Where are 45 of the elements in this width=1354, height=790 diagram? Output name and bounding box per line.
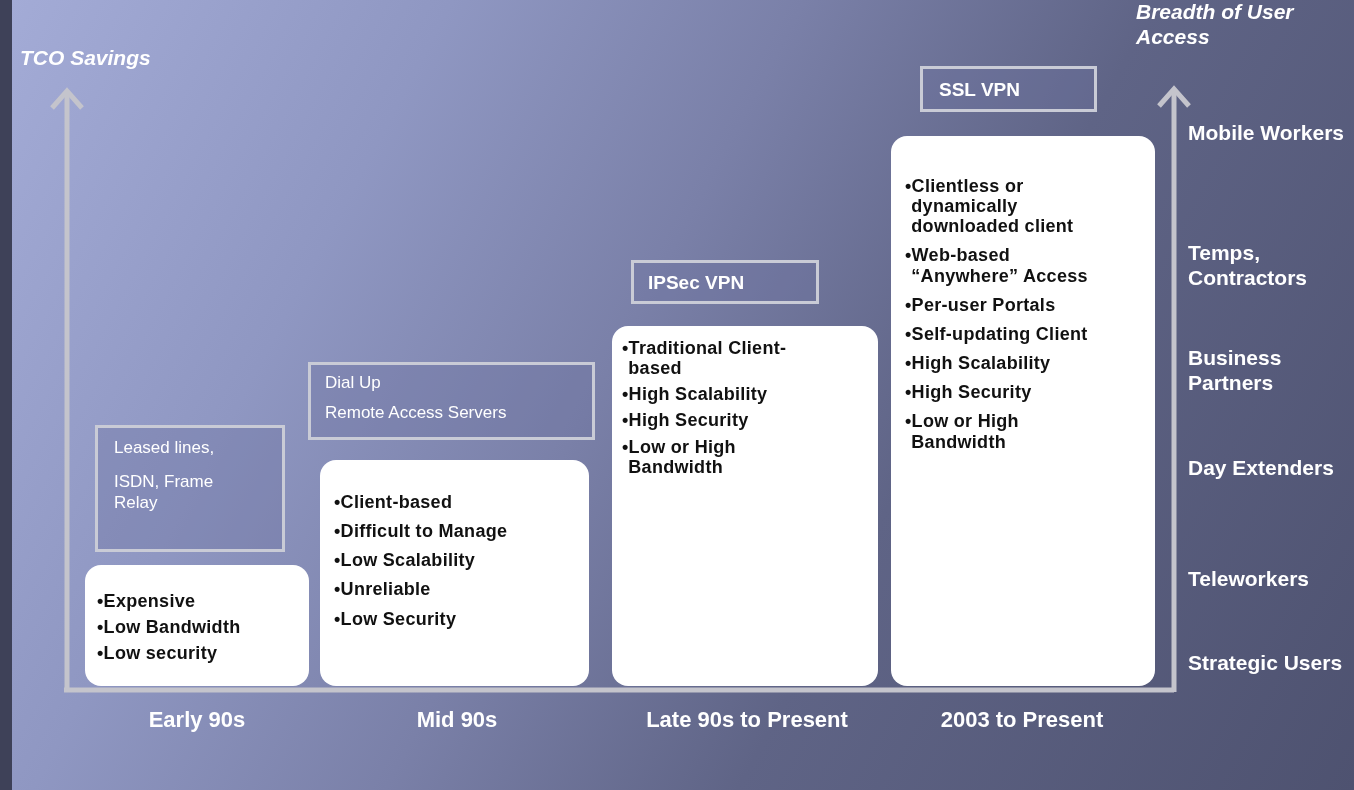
feature-card bbox=[320, 460, 589, 686]
header-text: ISDN, Frame Relay bbox=[114, 472, 215, 514]
bullet-text: •Low or High Bandwidth bbox=[622, 436, 737, 477]
era-header-box bbox=[631, 260, 819, 304]
bullet-text: •High Scalability bbox=[622, 384, 769, 405]
header-text: IPSec VPN bbox=[648, 272, 746, 295]
header-text: SSL VPN bbox=[939, 79, 1021, 102]
bullet-text: •Self-updating Client bbox=[905, 323, 1089, 345]
bullet-text: •Web-based “Anywhere” Access bbox=[905, 245, 1089, 286]
feature-card bbox=[612, 326, 878, 686]
bullet-text: •Low Scalability bbox=[334, 550, 477, 571]
era-header-box bbox=[920, 66, 1097, 112]
axis-title: TCO Savings bbox=[20, 46, 152, 71]
header-text: Leased lines, bbox=[114, 438, 216, 459]
user-category: Teleworkers bbox=[1188, 567, 1310, 592]
era-label: Late 90s to Present bbox=[645, 707, 849, 733]
era-label: 2003 to Present bbox=[939, 707, 1105, 733]
header-text: Remote Access Servers bbox=[325, 403, 508, 424]
axis-title: Breadth of User Access bbox=[1136, 0, 1296, 50]
bullet-text: •Per-user Portals bbox=[905, 294, 1057, 315]
bullet-text: •Clientless or dynamically downloaded client bbox=[905, 176, 1075, 237]
bullet-text: •Client-based bbox=[334, 492, 454, 513]
bullet-text: •Low security bbox=[97, 643, 219, 664]
bullet-text: •Low Bandwidth bbox=[97, 617, 242, 638]
feature-card bbox=[85, 565, 309, 686]
bullet-text: •Expensive bbox=[97, 591, 197, 612]
bullet-text: •Unreliable bbox=[334, 579, 432, 600]
bullet-text: •High Scalability bbox=[905, 353, 1052, 374]
feature-card bbox=[891, 136, 1155, 686]
user-category: Business Partners bbox=[1188, 346, 1283, 396]
bullet-text: •High Security bbox=[905, 382, 1033, 403]
user-category: Temps, Contractors bbox=[1188, 241, 1309, 291]
user-category: Mobile Workers bbox=[1188, 121, 1345, 146]
era-header-box bbox=[95, 425, 285, 552]
header-text: Dial Up bbox=[325, 373, 382, 394]
bullet-text: •Difficult to Manage bbox=[334, 521, 509, 542]
bullet-text: •Traditional Client-based bbox=[622, 338, 788, 379]
user-category: Strategic Users bbox=[1188, 651, 1344, 676]
era-header-box bbox=[308, 362, 595, 440]
bullet-text: •Low or High Bandwidth bbox=[905, 411, 1020, 452]
era-label: Mid 90s bbox=[415, 707, 499, 733]
user-category: Day Extenders bbox=[1188, 456, 1335, 481]
bullet-text: •High Security bbox=[622, 410, 750, 431]
era-label: Early 90s bbox=[147, 707, 247, 733]
bullet-text: •Low Security bbox=[334, 608, 458, 629]
